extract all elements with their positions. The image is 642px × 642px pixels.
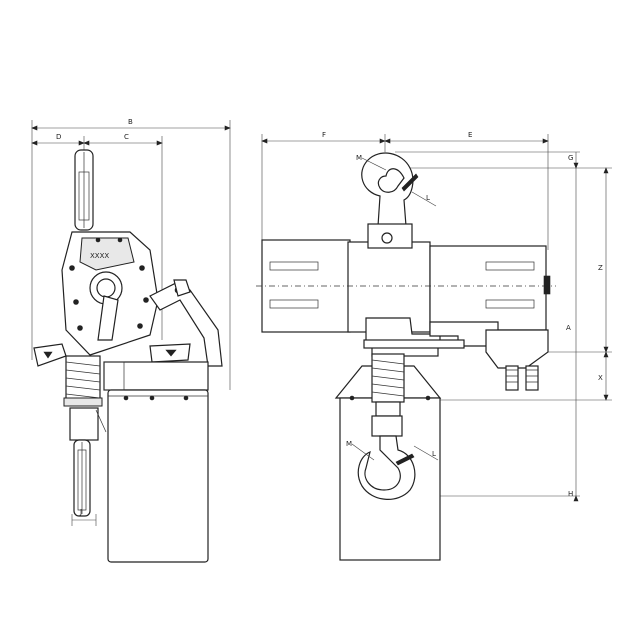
front-motor-body [256, 223, 556, 333]
front-view: F E G Z A X H M L [256, 131, 612, 561]
dim-label-m-bottom: M [346, 440, 352, 448]
front-chain-bucket [334, 365, 442, 561]
front-spring [371, 353, 405, 437]
dim-label-z: Z [598, 264, 603, 272]
side-suspension-arm [149, 279, 223, 367]
dim-label-l-top: L [426, 194, 430, 202]
side-top-chain [74, 149, 94, 231]
side-spring [63, 355, 103, 407]
side-j-dimension [71, 514, 97, 526]
dim-label-e: E [468, 131, 472, 139]
dim-label-f: F [322, 131, 326, 139]
dim-label-j: J [79, 508, 82, 516]
dim-label-b: B [128, 118, 133, 126]
dim-label-c: C [124, 133, 129, 141]
dim-label-x: X [598, 374, 603, 382]
dim-label-m-top: M [356, 154, 362, 162]
side-handles [33, 343, 191, 367]
dim-label-g: G [568, 154, 573, 162]
dim-label-h: H [568, 490, 573, 498]
side-gear-housing: XXXX [61, 231, 159, 356]
side-chain-container [103, 361, 209, 563]
dim-label-l-bottom: L [432, 450, 436, 458]
front-view-dimensions [261, 134, 549, 250]
side-lower-chain [69, 407, 107, 517]
side-view-dimensions [31, 120, 231, 390]
front-lower-block [363, 317, 549, 391]
svg-text:XXXX: XXXX [90, 252, 109, 260]
front-bottom-hook [351, 435, 439, 500]
side-view: B D C XXXX [31, 118, 231, 563]
front-top-hook [361, 152, 437, 227]
dim-label-a: A [566, 324, 571, 332]
dim-label-d: D [56, 133, 61, 141]
